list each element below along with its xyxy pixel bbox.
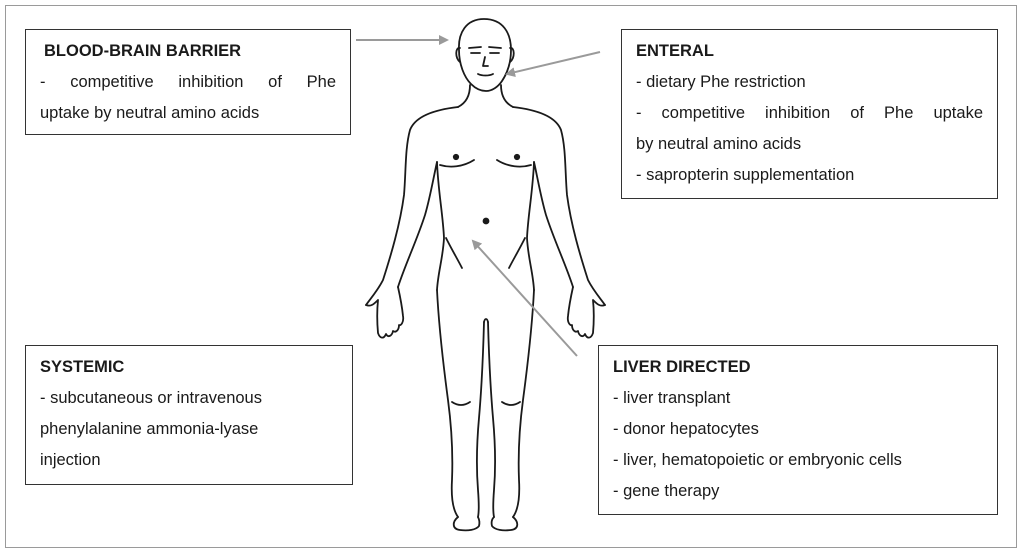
blood-brain-barrier-line-2: uptake by neutral amino acids (40, 104, 260, 122)
enteral-line-3: by neutral amino acids (636, 135, 802, 153)
systemic-line-2: phenylalanine ammonia-lyase (40, 420, 259, 438)
right-hand (566, 286, 606, 339)
chest-right (496, 159, 532, 168)
chest-left (439, 159, 475, 168)
left-ear (455, 47, 461, 63)
blood-brain-barrier-title: BLOOD-BRAIN BARRIER (44, 42, 242, 60)
systemic-line-1: - subcutaneous or intravenous (40, 389, 262, 407)
navel (482, 217, 490, 225)
mouth (477, 73, 494, 77)
right-leg-outer (512, 289, 535, 518)
right-shoulder-arm-outer (512, 106, 606, 306)
right-nipple (513, 153, 521, 161)
nose (482, 56, 489, 67)
systemic-box: SYSTEMIC - subcutaneous or intravenous p… (25, 345, 353, 485)
arrows (356, 35, 601, 357)
blood-brain-barrier-box: BLOOD-BRAIN BARRIER - competitive inhibi… (25, 29, 351, 135)
systemic-title: SYSTEMIC (40, 358, 125, 376)
blood-brain-barrier-line-1: - competitive inhibition of Phe (40, 73, 336, 91)
liver-directed-line-4: - gene therapy (613, 482, 720, 500)
enteral-title: ENTERAL (636, 42, 714, 60)
left-knee (451, 401, 471, 406)
liver-directed-line-2: - donor hepatocytes (613, 420, 759, 438)
arrow-enteral (505, 51, 601, 78)
right-leg-inner (487, 321, 496, 518)
head (458, 18, 512, 92)
enteral-line-4: - sapropterin supplementation (636, 166, 855, 184)
torso-left (436, 161, 445, 291)
liver-directed-line-1: - liver transplant (613, 389, 731, 407)
right-arm-inner (533, 161, 574, 288)
left-nipple (452, 153, 460, 161)
body-outline (365, 18, 606, 532)
torso-right (526, 161, 535, 291)
left-hip-line (445, 237, 463, 269)
neck-right (500, 84, 514, 108)
enteral-box: ENTERAL - dietary Phe restriction - comp… (621, 29, 998, 199)
left-leg-outer (436, 289, 459, 518)
enteral-line-1: - dietary Phe restriction (636, 73, 806, 91)
left-hand (365, 286, 405, 339)
enteral-line-2: - competitive inhibition of Phe uptake (636, 104, 983, 122)
left-brow (468, 46, 482, 49)
neck-left (457, 84, 471, 108)
right-brow (488, 46, 502, 49)
right-ear (509, 47, 515, 63)
left-leg-inner (476, 321, 485, 518)
systemic-line-3: injection (40, 451, 101, 469)
right-hip-line (508, 237, 526, 269)
liver-directed-line-3: - liver, hematopoietic or embryonic cell… (613, 451, 902, 469)
left-arm-inner (397, 161, 438, 288)
right-foot (490, 516, 519, 532)
liver-directed-box: LIVER DIRECTED - liver transplant - dono… (598, 345, 998, 515)
crotch (483, 318, 489, 323)
left-foot (452, 516, 481, 532)
figure-frame (5, 5, 1017, 548)
left-shoulder-arm-outer (365, 106, 459, 306)
right-knee (501, 401, 521, 406)
liver-directed-title: LIVER DIRECTED (613, 358, 751, 376)
arrow-liver-directed (471, 239, 578, 357)
